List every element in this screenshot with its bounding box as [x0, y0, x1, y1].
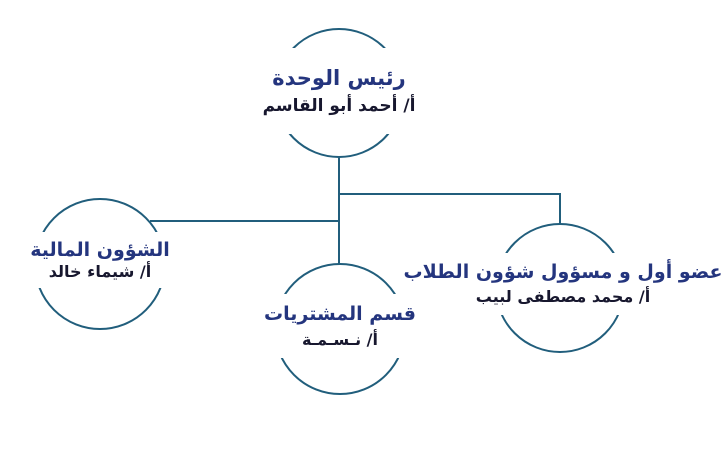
purchasing-dept-title: قسم المشتريات	[264, 302, 416, 325]
unit-head-person: أ/ أحمد أبو القاسم	[262, 95, 416, 116]
financial-affairs-title: الشؤون المالية	[30, 238, 170, 261]
student-affairs-person: أ/ محمد مصطفى لبيب	[475, 287, 651, 307]
student-affairs-title: عضو أول و مسؤول شؤون الطلاب	[403, 261, 723, 284]
connector-vertical-right	[559, 193, 561, 225]
unit-head-title: رئيس الوحدة	[272, 65, 406, 90]
node-financial-affairs: الشؤون المالية أ/ شيماء خالد	[10, 232, 190, 288]
connector-horizontal-right	[338, 193, 561, 195]
financial-affairs-person: أ/ شيماء خالد	[48, 261, 152, 281]
connector-horizontal-left	[150, 220, 340, 222]
node-student-affairs: عضو أول و مسؤول شؤون الطلاب أ/ محمد مصطف…	[404, 253, 722, 315]
node-unit-head: رئيس الوحدة أ/ أحمد أبو القاسم	[239, 48, 439, 134]
node-purchasing-dept: قسم المشتريات أ/ نـسـمـة	[252, 294, 428, 358]
connector-vertical-main	[338, 158, 340, 264]
purchasing-dept-person: أ/ نـسـمـة	[301, 329, 379, 349]
